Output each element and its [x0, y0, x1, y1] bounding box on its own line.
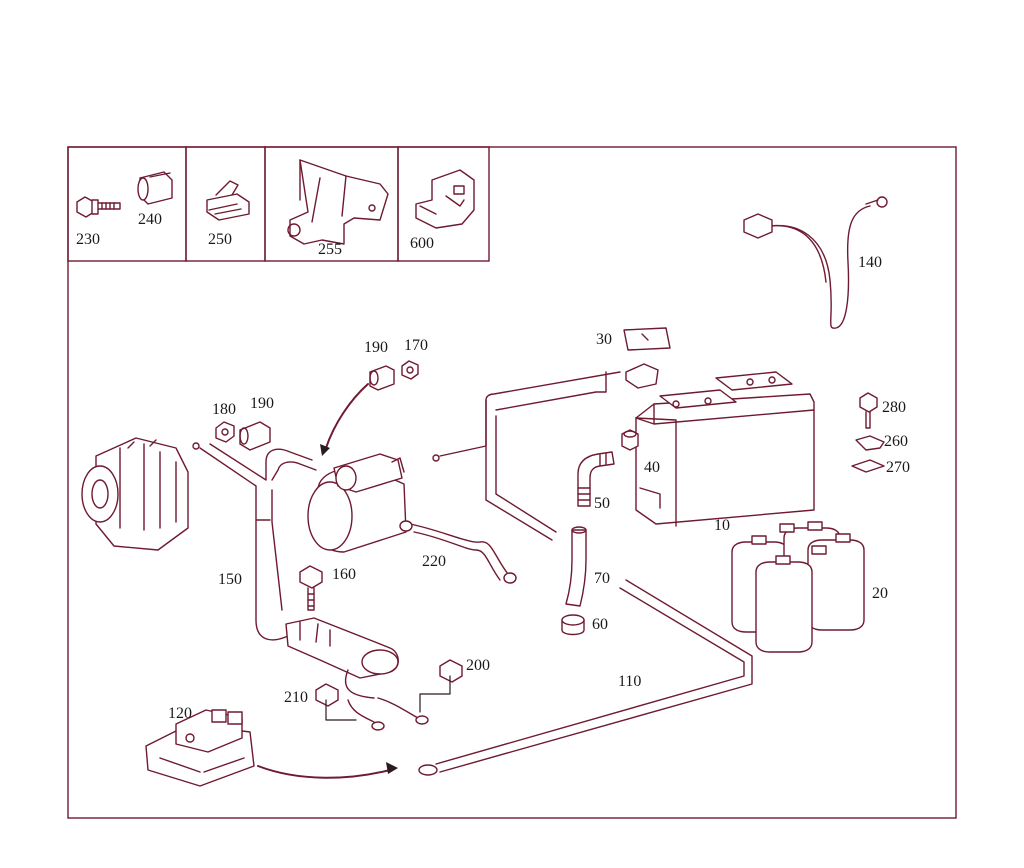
label-140: 140 — [858, 254, 882, 271]
label-180: 180 — [212, 401, 236, 418]
label-220: 220 — [422, 553, 446, 570]
terminal-cover-30[interactable] — [623, 327, 671, 351]
alternator — [81, 437, 189, 551]
nut-200[interactable] — [439, 659, 463, 683]
starter-motor — [307, 453, 407, 553]
label-50: 50 — [594, 495, 610, 512]
nut-170[interactable] — [401, 360, 419, 380]
label-110: 110 — [618, 673, 641, 690]
label-200: 200 — [466, 657, 490, 674]
label-190-lower: 190 — [250, 395, 274, 412]
label-230: 230 — [76, 231, 100, 248]
cable-220[interactable] — [399, 520, 517, 584]
clip-260[interactable] — [855, 435, 885, 451]
label-10: 10 — [714, 517, 730, 534]
label-120: 120 — [168, 705, 192, 722]
label-190-upper: 190 — [364, 339, 388, 356]
bolt-230[interactable] — [76, 196, 121, 218]
battery-positive-cable[interactable] — [432, 363, 659, 541]
bolt-280[interactable] — [859, 392, 878, 429]
bolt-160[interactable] — [299, 565, 323, 611]
label-20: 20 — [872, 585, 888, 602]
vent-hose-70[interactable] — [565, 526, 587, 607]
ground-leads[interactable] — [325, 675, 451, 731]
cell-caps-20[interactable] — [731, 521, 865, 653]
label-30: 30 — [596, 331, 612, 348]
plate-270[interactable] — [851, 459, 885, 473]
battery-10[interactable] — [635, 371, 815, 527]
label-210: 210 — [284, 689, 308, 706]
assembly-arrow-lower — [257, 762, 398, 779]
holder-600[interactable] — [415, 169, 475, 229]
diagram-frame — [67, 146, 957, 819]
label-250: 250 — [208, 231, 232, 248]
vent-elbow-50[interactable] — [577, 451, 615, 507]
label-270: 270 — [886, 459, 910, 476]
ground-cable-140[interactable] — [743, 196, 888, 329]
grommet-60[interactable] — [561, 614, 585, 636]
bracket-255[interactable] — [287, 159, 389, 245]
starter-cable-150[interactable] — [192, 442, 399, 699]
label-40: 40 — [644, 459, 660, 476]
nut-180[interactable] — [215, 421, 235, 443]
nut-210[interactable] — [315, 683, 339, 707]
label-600: 600 — [410, 235, 434, 252]
sleeve-190-upper[interactable] — [369, 365, 395, 391]
terminal-block-120[interactable] — [145, 709, 255, 787]
label-260: 260 — [884, 433, 908, 450]
label-280: 280 — [882, 399, 906, 416]
inset-boxes — [67, 146, 490, 262]
ground-cable-110[interactable] — [418, 579, 753, 776]
clip-250[interactable] — [206, 180, 250, 221]
part-labels: 230 240 250 255 600 140 30 190 170 180 1… — [76, 211, 910, 722]
label-170: 170 — [404, 337, 428, 354]
label-255: 255 — [318, 241, 342, 258]
label-240: 240 — [138, 211, 162, 228]
assembly-arrow-upper — [320, 383, 369, 456]
sleeve-190-lower[interactable] — [239, 421, 271, 451]
label-160: 160 — [332, 566, 356, 583]
label-60: 60 — [592, 616, 608, 633]
label-70: 70 — [594, 570, 610, 587]
vent-plug-40[interactable] — [621, 429, 639, 451]
sleeve-240[interactable] — [137, 171, 173, 205]
label-150: 150 — [218, 571, 242, 588]
